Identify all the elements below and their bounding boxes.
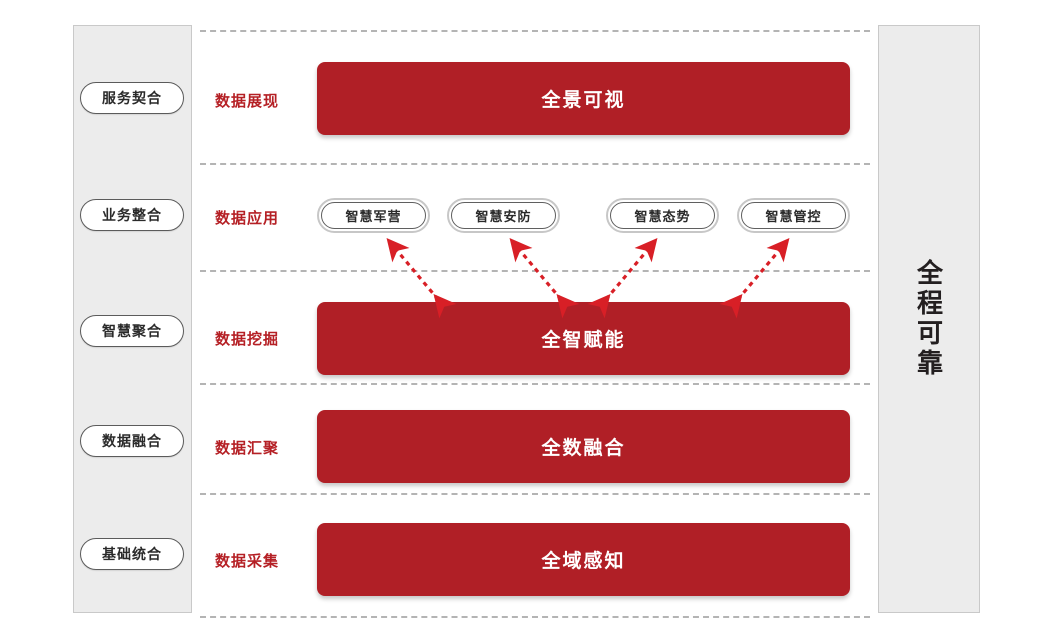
row-label-data-convergence: 数据汇聚 [215, 440, 280, 457]
application-pill-smart-barracks[interactable]: 智慧军营 [317, 198, 430, 233]
application-pill-inner: 智慧安防 [451, 202, 556, 229]
stage-pill-intelligence-aggregation[interactable]: 智慧聚合 [80, 315, 184, 347]
stage-pill-label: 服务契合 [102, 90, 162, 106]
row-label-data-mining: 数据挖掘 [215, 331, 280, 348]
connector-arrow-smart-control [719, 238, 790, 319]
row-label-data-collection: 数据采集 [215, 553, 280, 570]
capability-bar-full-data-fusion[interactable]: 全数融合 [317, 410, 850, 483]
capability-bar-label: 全景可视 [541, 90, 626, 111]
stage-pill-infrastructure-unification[interactable]: 基础统合 [80, 538, 184, 570]
application-pill-inner: 智慧管控 [741, 202, 846, 229]
connector-arrow-smart-situation [587, 238, 658, 319]
reliability-label: 全程可靠 [913, 259, 944, 379]
application-pill-smart-situation[interactable]: 智慧态势 [606, 198, 719, 233]
stage-pill-label: 数据融合 [102, 433, 162, 449]
application-pill-inner: 智慧军营 [321, 202, 426, 229]
row-divider-bottom [200, 616, 870, 618]
application-pill-label: 智慧态势 [634, 209, 691, 224]
row-divider-top [200, 30, 870, 32]
stage-pill-service-fit[interactable]: 服务契合 [80, 82, 184, 114]
application-pill-inner: 智慧态势 [610, 202, 715, 229]
application-pill-smart-control[interactable]: 智慧管控 [737, 198, 850, 233]
capability-bar-full-domain-sensing[interactable]: 全域感知 [317, 523, 850, 596]
stage-pill-data-fusion[interactable]: 数据融合 [80, 425, 184, 457]
row-divider-4 [200, 493, 870, 495]
reliability-panel [878, 25, 980, 613]
application-pill-smart-security[interactable]: 智慧安防 [447, 198, 560, 233]
capability-bar-panoramic-visibility[interactable]: 全景可视 [317, 62, 850, 135]
row-label-data-application: 数据应用 [215, 210, 280, 227]
capability-bar-label: 全域感知 [541, 551, 626, 572]
stage-pill-business-integration[interactable]: 业务整合 [80, 199, 184, 231]
stage-pill-label: 业务整合 [102, 207, 162, 223]
row-label-data-presentation: 数据展现 [215, 93, 280, 110]
connector-arrow-smart-barracks [386, 238, 457, 319]
capability-bar-full-intelligence[interactable]: 全智赋能 [317, 302, 850, 375]
row-divider-3 [200, 383, 870, 385]
row-divider-1 [200, 163, 870, 165]
application-pill-label: 智慧安防 [475, 209, 532, 224]
application-pill-label: 智慧管控 [765, 209, 822, 224]
capability-bar-label: 全智赋能 [541, 330, 626, 351]
row-divider-2 [200, 270, 870, 272]
stage-pill-label: 智慧聚合 [102, 323, 162, 339]
application-pill-label: 智慧军营 [345, 209, 402, 224]
stage-pill-label: 基础统合 [102, 546, 162, 562]
capability-bar-label: 全数融合 [541, 438, 626, 459]
connector-arrow-smart-security [509, 238, 580, 319]
